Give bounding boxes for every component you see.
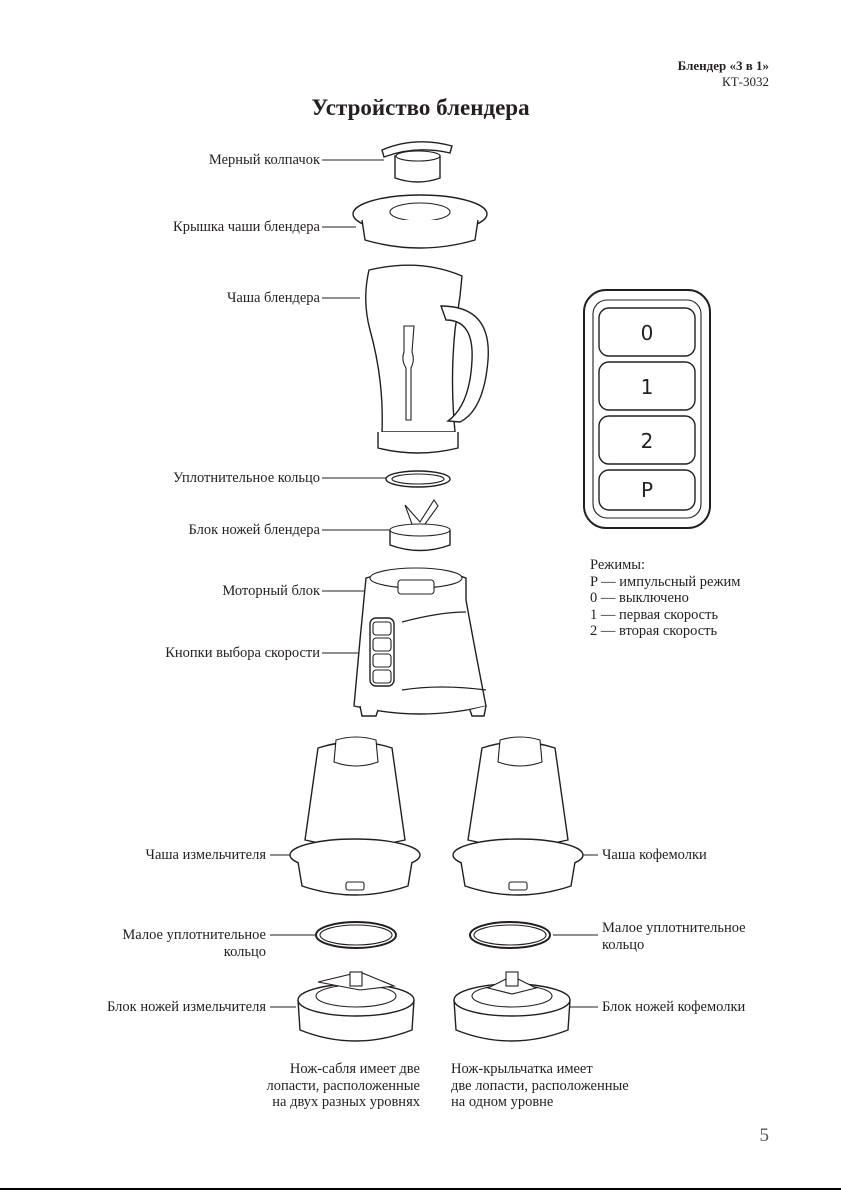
label-small-ring-right-line1: Малое уплотнительное xyxy=(602,920,746,936)
caption-line: две лопасти, расположенные xyxy=(451,1077,629,1094)
label-jar-lid: Крышка чаши блендера xyxy=(173,219,320,235)
panel-button-0 xyxy=(598,307,696,357)
caption-saber-blade: Нож-сабля имеет две лопасти, расположенн… xyxy=(267,1061,421,1111)
label-seal-ring: Уплотнительное кольцо xyxy=(173,470,320,486)
mode-item: 0 — выключено xyxy=(590,590,689,606)
label-small-ring-left-line1: Малое уплотнительное xyxy=(122,927,266,943)
grinder-bowl-drawing xyxy=(452,736,584,896)
header-model: КТ-3032 xyxy=(722,74,769,89)
label-speed-buttons: Кнопки выбора скорости xyxy=(165,645,320,661)
jar-lid-drawing xyxy=(352,194,488,249)
chopper-bowl-drawing xyxy=(289,736,421,896)
panel-button-label: 2 xyxy=(641,429,654,453)
label-grinder-blades: Блок ножей кофемолки xyxy=(602,999,746,1015)
caption-line: на одном уровне xyxy=(451,1094,554,1110)
label-small-ring-right: Малое уплотнительное кольцо xyxy=(602,920,746,954)
mode-item: P — импульсный режим xyxy=(590,573,741,590)
label-grinder-bowl: Чаша кофемолки xyxy=(602,847,707,863)
label-jar: Чаша блендера xyxy=(226,290,320,306)
panel-button-1 xyxy=(598,361,696,411)
grinder-blades-drawing xyxy=(453,971,571,1042)
control-panel-drawing: 0 1 2 P xyxy=(583,289,711,529)
panel-button-p xyxy=(598,469,696,511)
page-number: 5 xyxy=(759,1125,770,1146)
label-small-ring-left: Малое уплотнительное кольцо xyxy=(122,927,266,961)
blade-unit-drawing xyxy=(389,498,451,552)
label-motor-unit: Моторный блок xyxy=(222,583,320,599)
label-chopper-bowl: Чаша измельчителя xyxy=(145,847,266,863)
panel-button-2 xyxy=(598,415,696,465)
motor-unit-drawing xyxy=(353,567,487,717)
panel-button-label: P xyxy=(641,478,653,502)
label-chopper-blades: Блок ножей измельчителя xyxy=(107,999,266,1015)
modes-legend: Режимы: P — импульсный режим 0 — выключе… xyxy=(590,557,740,640)
label-measuring-cap: Мерный колпачок xyxy=(208,152,320,168)
blender-jar-drawing xyxy=(365,264,489,454)
label-small-ring-right-line2: кольцо xyxy=(602,937,645,953)
caption-line: лопасти, расположенные xyxy=(266,1077,421,1094)
page-bottom-rule xyxy=(0,1188,841,1190)
label-small-ring-left-line2: кольцо xyxy=(223,944,266,960)
measuring-cap-drawing xyxy=(381,141,453,183)
small-rings-drawing xyxy=(315,921,551,949)
label-blade-unit: Блок ножей блендера xyxy=(188,522,320,538)
mode-item: 2 — вторая скорость xyxy=(590,623,718,639)
caption-line: Нож-сабля имеет две xyxy=(289,1061,420,1077)
leader-lines xyxy=(270,159,598,1008)
seal-ring-drawing xyxy=(385,470,451,488)
panel-button-label: 1 xyxy=(641,375,654,399)
caption-line: Нож-крыльчатка имеет xyxy=(451,1061,593,1077)
chopper-blades-drawing xyxy=(297,971,415,1042)
modes-heading: Режимы: xyxy=(590,557,646,573)
header-product: Блендер «3 в 1» xyxy=(677,58,769,73)
page-title: Устройство блендера xyxy=(311,95,530,120)
panel-button-label: 0 xyxy=(641,321,654,345)
caption-impeller-blade: Нож-крыльчатка имеет две лопасти, распол… xyxy=(451,1061,629,1111)
mode-item: 1 — первая скорость xyxy=(590,606,719,623)
caption-line: на двух разных уровнях xyxy=(272,1094,420,1110)
